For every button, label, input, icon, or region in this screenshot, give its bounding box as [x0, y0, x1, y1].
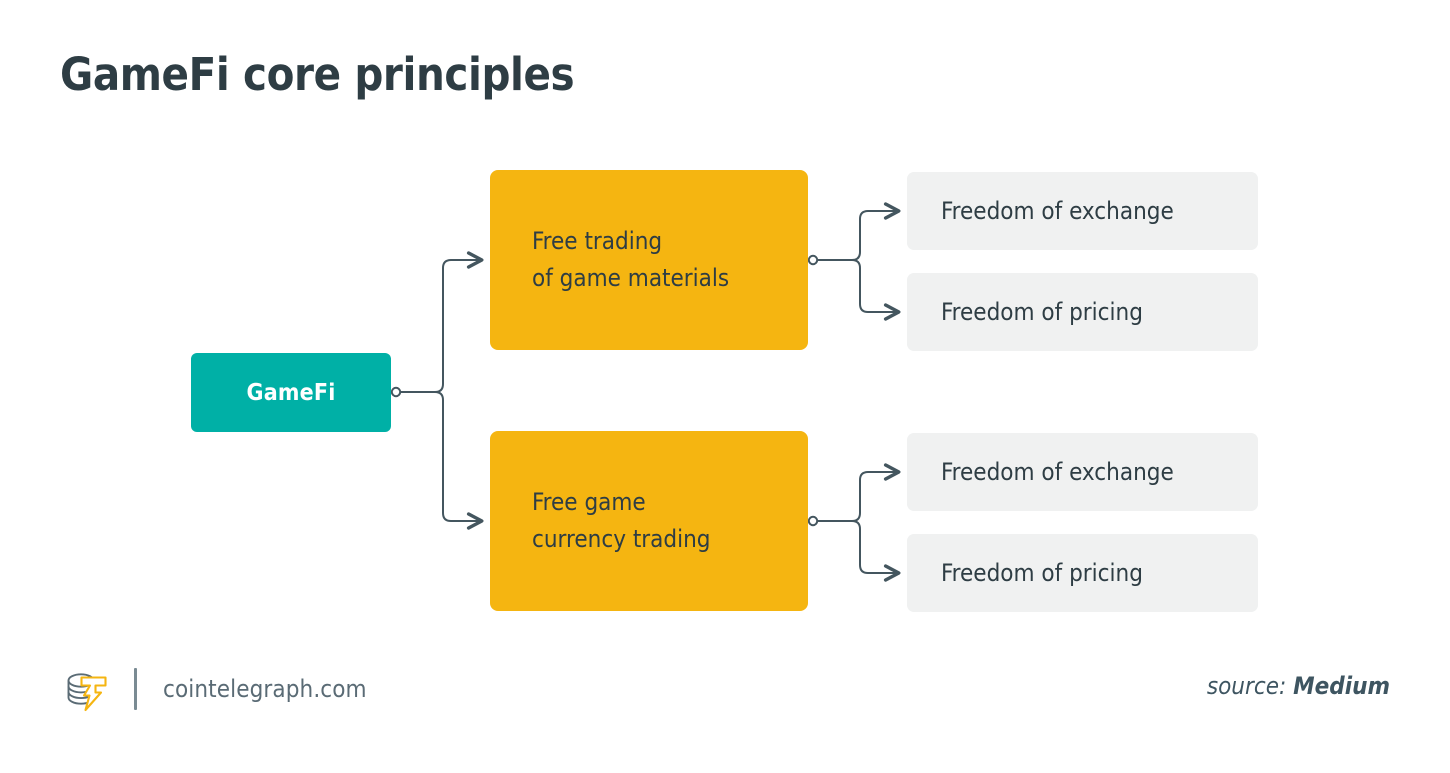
- node-label: Free trading of game materials: [532, 226, 730, 292]
- source-name: Medium: [1293, 672, 1390, 700]
- node-label: Freedom of pricing: [941, 559, 1143, 587]
- node-label: Freedom of exchange: [941, 458, 1174, 486]
- connector-node-branch1: [807, 254, 819, 266]
- connector-branch1-to-leaves: [807, 202, 901, 321]
- node-label: Free game currency trading: [532, 487, 711, 553]
- connector-root-to-branches: [390, 251, 484, 530]
- source-attribution: source: Medium: [1207, 672, 1390, 700]
- node-free-game-currency-trading[interactable]: Free game currency trading: [490, 431, 808, 611]
- node-label: Freedom of exchange: [941, 197, 1174, 225]
- footer-divider: [134, 668, 137, 710]
- node-freedom-of-exchange-2[interactable]: Freedom of exchange: [907, 433, 1258, 511]
- connector-node-branch2: [807, 515, 819, 527]
- connector-branch2-to-leaves: [807, 463, 901, 582]
- node-gamefi-root[interactable]: GameFi: [191, 353, 391, 432]
- cointelegraph-coin-stack-logo-icon: [67, 673, 107, 712]
- node-freedom-of-exchange-1[interactable]: Freedom of exchange: [907, 172, 1258, 250]
- node-label: Freedom of pricing: [941, 298, 1143, 326]
- brand-url: cointelegraph.com: [163, 675, 367, 703]
- node-freedom-of-pricing-2[interactable]: Freedom of pricing: [907, 534, 1258, 612]
- node-freedom-of-pricing-1[interactable]: Freedom of pricing: [907, 273, 1258, 351]
- node-label: GameFi: [246, 379, 336, 406]
- connector-node-root: [390, 386, 402, 398]
- source-label: source:: [1206, 672, 1287, 700]
- page-title: GameFi core principles: [60, 48, 575, 101]
- footer-brand: cointelegraph.com: [60, 660, 367, 718]
- node-free-trading-game-materials[interactable]: Free trading of game materials: [490, 170, 808, 350]
